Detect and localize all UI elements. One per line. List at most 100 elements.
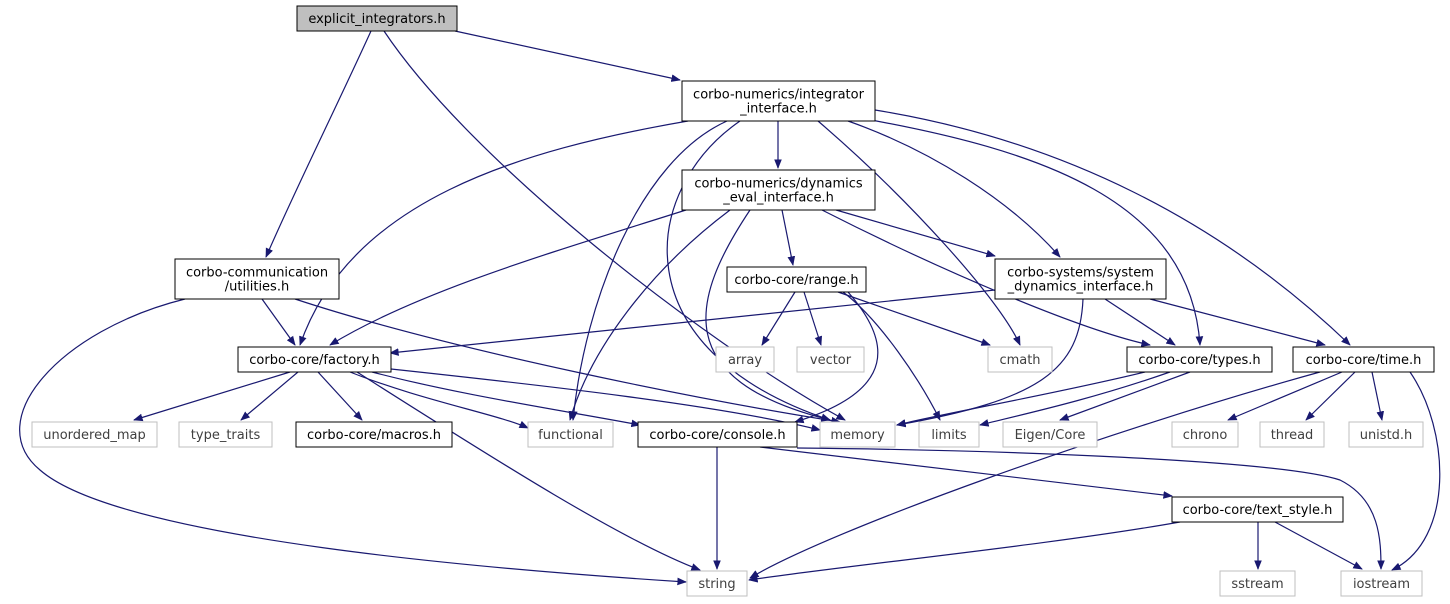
node-box	[237, 346, 392, 373]
edge-integrator-to-cmath	[817, 120, 1021, 346]
edge-arrow	[261, 298, 296, 346]
node-box	[1126, 346, 1273, 373]
node-console[interactable]: corbo-core/console.h	[637, 421, 798, 448]
edge-time-to-thread	[1305, 371, 1356, 421]
node-macros[interactable]: corbo-core/macros.h	[295, 421, 453, 448]
node-label: functional	[538, 428, 603, 443]
edge-range-to-vector	[803, 291, 823, 346]
edge-factory-to-functional	[349, 371, 529, 429]
node-label: _eval_interface.h	[722, 191, 834, 206]
edge-arrow	[389, 289, 996, 356]
node-chrono: chrono	[1171, 421, 1239, 448]
node-iostream: iostream	[1340, 570, 1423, 597]
node-label: unordered_map	[43, 428, 146, 443]
edge-arrow	[1391, 371, 1441, 571]
node-label: corbo-communication	[186, 266, 328, 281]
node-box	[918, 421, 980, 448]
edge-sysdyn-to-types	[1104, 298, 1176, 346]
edge-arrow	[390, 368, 821, 432]
edge-range-to-cmath	[837, 291, 991, 346]
edge-arrow	[896, 371, 1146, 427]
node-box	[686, 570, 748, 597]
node-string: string	[686, 570, 748, 597]
edge-arrow	[317, 371, 363, 421]
edge-arrow	[356, 371, 701, 571]
node-box	[819, 421, 896, 448]
edge-arrow	[1274, 521, 1363, 570]
node-box	[681, 169, 876, 211]
edge-arrow	[133, 371, 291, 422]
node-time[interactable]: corbo-core/time.h	[1292, 346, 1435, 373]
edge-arrow	[265, 30, 372, 258]
edge-dynamics-to-sysdyn	[835, 209, 996, 258]
edge-time-to-unistd	[1371, 371, 1384, 421]
edge-arrow	[835, 209, 996, 258]
node-label: corbo-core/text_style.h	[1183, 503, 1333, 518]
node-label: chrono	[1183, 428, 1228, 443]
edge-arrow	[1305, 371, 1356, 421]
edge-explicit-to-integrator	[454, 30, 681, 82]
edge-arrow	[979, 371, 1171, 427]
node-text-style[interactable]: corbo-core/text_style.h	[1171, 496, 1344, 523]
edge-arrow	[666, 120, 831, 421]
node-label: sstream	[1231, 577, 1283, 592]
edge-arrow	[1371, 371, 1384, 421]
node-unistd: unistd.h	[1348, 421, 1424, 448]
edge-arrow	[371, 371, 641, 428]
edge-arrow	[761, 291, 796, 346]
edge-arrow	[299, 120, 689, 346]
edge-comm_utils-to-string	[19, 298, 687, 586]
edge-arrow	[329, 209, 687, 346]
node-label: string	[698, 577, 735, 592]
node-label: corbo-core/types.h	[1138, 353, 1260, 368]
node-box	[1292, 346, 1435, 373]
edge-factory-to-unordered_map	[133, 371, 291, 422]
node-label: iostream	[1353, 577, 1410, 592]
edge-console-to-iostream	[796, 447, 1385, 570]
edge-dynamics-to-memory	[705, 209, 831, 422]
edge-arrow	[1227, 371, 1343, 421]
node-explicit[interactable]: explicit_integrators.h	[296, 5, 458, 32]
edge-arrow	[794, 291, 879, 424]
node-label: thread	[1271, 428, 1314, 443]
node-comm-utils[interactable]: corbo-communication/utilities.h	[174, 258, 340, 300]
node-types[interactable]: corbo-core/types.h	[1126, 346, 1273, 373]
edge-integrator-to-factory	[299, 120, 689, 346]
node-label: corbo-core/time.h	[1306, 353, 1422, 368]
node-box	[1171, 496, 1344, 523]
node-box	[1259, 421, 1325, 448]
node-label: array	[728, 353, 762, 368]
node-vector: vector	[796, 346, 865, 373]
node-box	[1219, 570, 1296, 597]
node-label: type_traits	[191, 428, 261, 443]
edge-integrator-to-memory	[666, 120, 831, 421]
node-label: _interface.h	[739, 102, 817, 117]
node-integrator[interactable]: corbo-numerics/integrator_interface.h	[681, 80, 876, 122]
node-dynamics[interactable]: corbo-numerics/dynamics_eval_interface.h	[681, 169, 876, 211]
edge-arrow	[847, 120, 1061, 258]
edge-sysdyn-to-memory	[896, 298, 1084, 428]
edge-arrow	[817, 120, 1021, 346]
edge-console-to-text_style	[759, 446, 1173, 499]
edge-arrow	[454, 30, 681, 82]
edge-integrator-to-functional	[570, 120, 728, 421]
node-label: explicit_integrators.h	[308, 12, 445, 27]
edge-time-to-string	[749, 371, 1321, 579]
node-factory[interactable]: corbo-core/factory.h	[237, 346, 392, 373]
node-box	[726, 266, 867, 293]
node-sysdyn[interactable]: corbo-systems/system_dynamics_interface.…	[994, 258, 1167, 300]
node-label: vector	[810, 353, 852, 368]
node-box	[796, 346, 865, 373]
edge-arrow	[570, 120, 728, 421]
node-box	[1171, 421, 1239, 448]
node-range[interactable]: corbo-core/range.h	[726, 266, 867, 293]
node-label: Eigen/Core	[1015, 428, 1086, 443]
node-box	[681, 80, 876, 122]
node-cmath: cmath	[987, 346, 1053, 373]
edge-factory-to-console	[371, 371, 641, 428]
edge-arrow	[1104, 298, 1176, 346]
edge-dynamics-to-factory	[329, 209, 687, 346]
edge-arrow	[781, 209, 796, 266]
node-box	[178, 421, 273, 448]
